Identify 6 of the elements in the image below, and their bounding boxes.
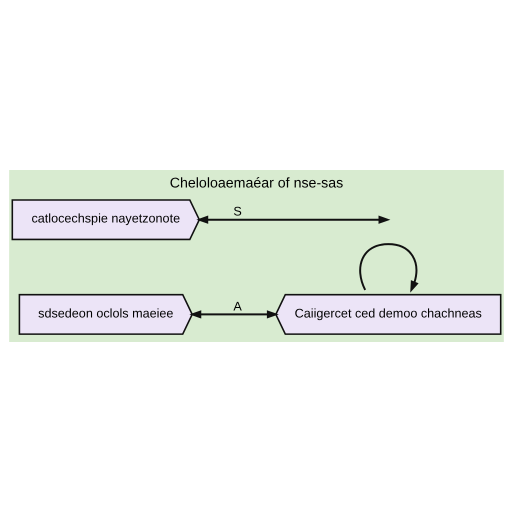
edge-label: S bbox=[232, 204, 242, 219]
edge-label: A bbox=[232, 299, 242, 314]
arrow bbox=[188, 310, 278, 319]
diagram-title: Cheloloaemaéar of nse-sas bbox=[169, 176, 343, 192]
arrow bbox=[196, 216, 390, 224]
arrow bbox=[358, 243, 418, 293]
